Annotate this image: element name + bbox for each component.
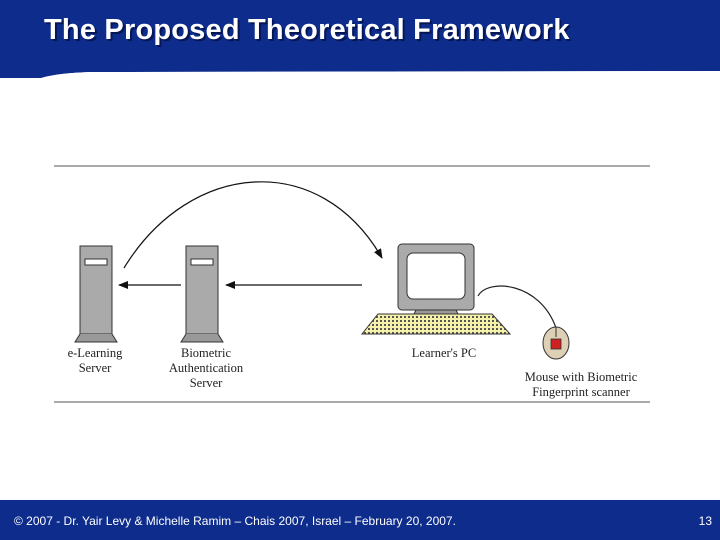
biometric-server-label-line2: Authentication <box>168 361 244 375</box>
biometric-server-label: Biometric Authentication Server <box>156 346 256 391</box>
biometric-mouse-label-line1: Mouse with Biometric <box>524 370 638 384</box>
biometric-server-label-line3: Server <box>189 376 223 390</box>
page-number: 13 <box>698 514 712 528</box>
title-bar-curve <box>0 71 720 78</box>
slide-title: The Proposed Theoretical Framework <box>44 14 570 46</box>
footer-bar: © 2007 - Dr. Yair Levy & Michelle Ramim … <box>0 500 720 540</box>
footer-copyright: © 2007 - Dr. Yair Levy & Michelle Ramim … <box>14 514 456 528</box>
elearning-server-label: e-Learning Server <box>58 346 132 376</box>
title-bar: The Proposed Theoretical Framework <box>0 0 720 78</box>
framework-diagram <box>54 165 650 403</box>
biometric-mouse-label: Mouse with Biometric Fingerprint scanner <box>506 370 656 400</box>
learner-pc-label-line1: Learner's PC <box>411 346 477 360</box>
mouse-cable <box>477 285 557 329</box>
elearning-server-icon <box>74 245 118 343</box>
biometric-mouse-label-line2: Fingerprint scanner <box>532 385 630 399</box>
learner-pc-label: Learner's PC <box>386 346 502 361</box>
learner-pc-icon <box>360 243 512 335</box>
biometric-server-icon <box>180 245 224 343</box>
biometric-server-label-line1: Biometric <box>181 346 231 360</box>
fingerprint-scanner-icon <box>550 338 562 350</box>
elearning-server-label-line1: e-Learning <box>67 346 123 360</box>
elearning-server-label-line2: Server <box>78 361 112 375</box>
curved-arrow-elearning-to-pc <box>123 181 383 269</box>
biometric-mouse-icon <box>477 285 570 360</box>
